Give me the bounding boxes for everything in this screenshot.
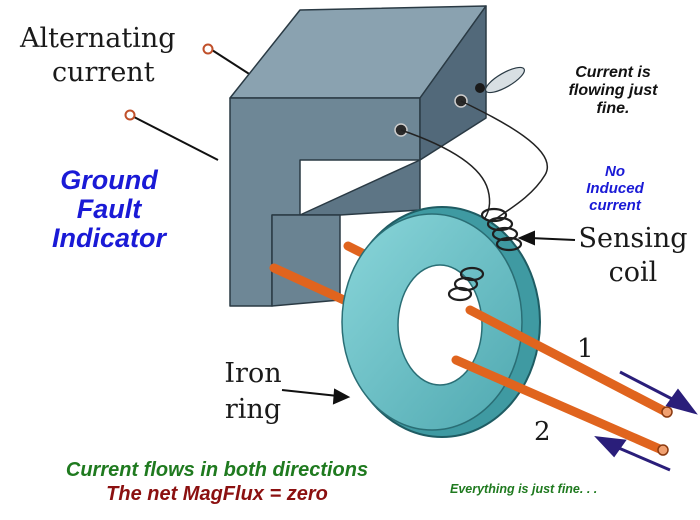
caption-current-both-directions: Current flows in both directions [65,459,369,481]
label-sensing-line1: Sensing [578,223,688,254]
sense-leads [400,100,548,223]
box-notch-top [299,159,421,216]
title-line3: Indicator [51,223,166,253]
indicator-box [229,5,487,307]
label-iron-line1: Iron [224,358,282,389]
title-line1: Ground [60,165,158,195]
sensing-coil [447,207,523,302]
label-alternating-line1: Alternating [20,23,176,54]
wire-1-end [661,406,673,418]
status-current-flowing: Current is flowing just fine. [548,64,678,118]
diagram-title: Ground Fault Indicator [14,166,204,253]
box-side-face [419,5,487,161]
current-arrows [594,370,698,472]
status-top-line3: fine. [596,100,630,117]
label-sensing-line2: coil [608,257,658,288]
no-induced-line2: Induced [586,180,644,197]
no-induced-line1: No [605,163,625,180]
terminal-top [202,43,214,55]
wires-front [451,305,671,455]
label-iron-line2: ring [224,394,282,425]
arrow-in [613,444,671,472]
caption-net-magflux: The net MagFlux = zero [106,483,328,505]
caption-everything-fine: Everything is just fine. . . [450,482,598,496]
label-wire-2: 2 [534,417,551,447]
no-induced-line3: current [589,197,641,214]
label-wire-1: 1 [577,334,594,364]
label-alternating-line2: current [52,57,155,88]
terminal-bottom [124,109,136,121]
wire-2-end [657,444,669,456]
status-no-induced-current: No Induced current [560,163,670,214]
status-top-line2: flowing just [568,82,658,99]
label-iron-ring: Iron ring [218,356,288,428]
title-line2: Fault [76,194,142,224]
pointer-arrows [281,230,576,405]
label-alternating-current: Alternating current [20,22,176,90]
label-sensing-coil: Sensing coil [578,222,688,290]
switch-lever [475,66,525,94]
iron-ring [341,206,541,438]
arrow-out [619,370,679,404]
status-top-line1: Current is [575,64,651,81]
